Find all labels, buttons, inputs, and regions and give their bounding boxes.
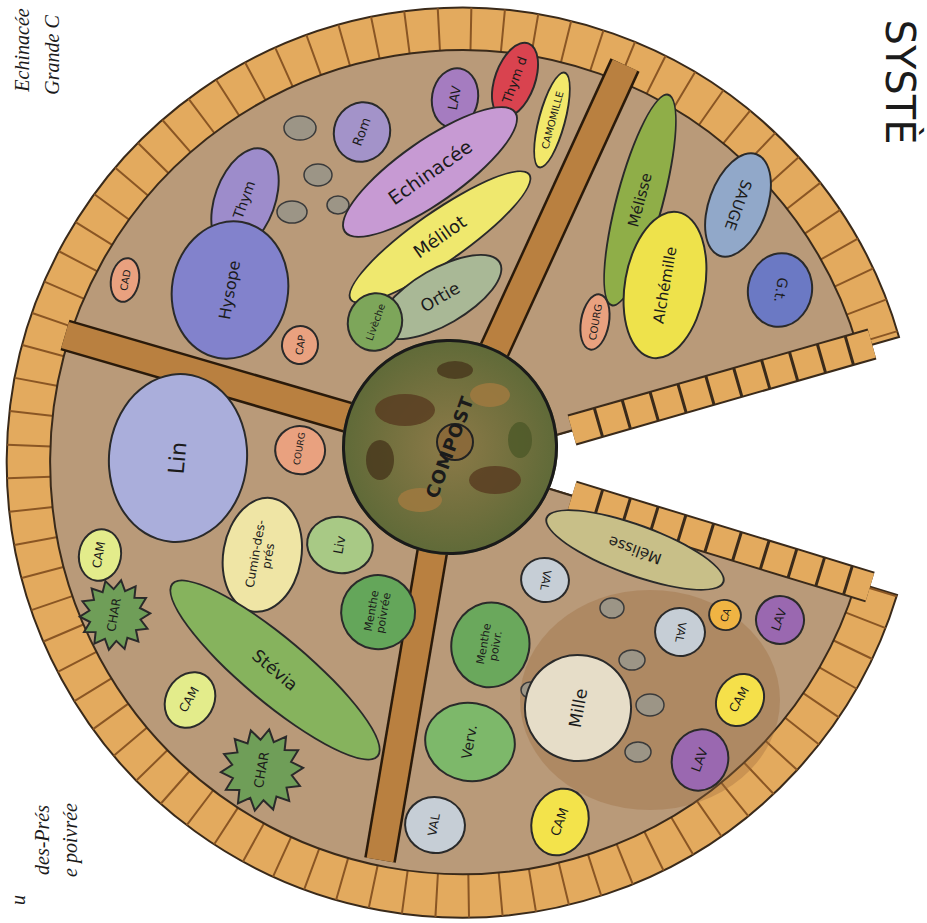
plant-name: Liv bbox=[331, 535, 348, 556]
plant-name: Stévia bbox=[249, 646, 302, 694]
plant-name: Thym d bbox=[500, 55, 530, 106]
plant-name: CAM bbox=[548, 806, 571, 838]
plant-name: VAL bbox=[537, 569, 552, 591]
plant-name: Hysope bbox=[216, 259, 244, 321]
plant-name: Rom bbox=[350, 116, 373, 148]
margin-text: Echinacée bbox=[11, 8, 34, 91]
plant-name: Ortie bbox=[417, 278, 463, 315]
plant-name: Verv. bbox=[459, 724, 480, 761]
margin-text: SYSTÈ bbox=[877, 20, 923, 145]
plant-name: CAM bbox=[91, 541, 109, 570]
plant-name: Menthe poivr. bbox=[473, 614, 507, 676]
margin-text: des-Prés bbox=[31, 805, 54, 875]
plant-name: LAV bbox=[446, 85, 464, 112]
plant-name: Alchémille bbox=[650, 245, 680, 324]
margin-text: u bbox=[7, 895, 30, 905]
plant-name: VAL bbox=[427, 813, 444, 837]
plant-name: Menthe poivrée bbox=[362, 585, 395, 639]
plant-name: COURG bbox=[292, 434, 307, 466]
plant-name: CAM bbox=[728, 685, 753, 715]
shrub-bed: CHAR bbox=[213, 721, 310, 818]
plant-name: CAM bbox=[178, 685, 203, 715]
shrub-bed: CHAR bbox=[73, 573, 156, 656]
plant-name: Mélisse bbox=[606, 533, 664, 567]
plant-name: LAV bbox=[770, 607, 790, 633]
plant-name: COMPOST bbox=[422, 393, 477, 500]
plant-name: VAL bbox=[672, 621, 687, 643]
plant-name: LAV bbox=[689, 746, 711, 774]
plant-name: SAUGE bbox=[721, 178, 754, 233]
plant-name: G.t. bbox=[770, 276, 790, 304]
plant-name: CAD bbox=[118, 268, 133, 291]
plant-name: COURG bbox=[586, 303, 603, 341]
plant-name: Livèche bbox=[363, 302, 386, 342]
plant-name: CA bbox=[717, 607, 732, 624]
plant-name: Thym bbox=[231, 179, 259, 221]
margin-text: Grande C bbox=[41, 15, 64, 94]
margin-text: e poivrée bbox=[59, 803, 82, 877]
plant-name: Mille bbox=[565, 687, 590, 729]
plant-name: Cumin-des-prés bbox=[242, 512, 282, 597]
plant-name: Lin bbox=[165, 441, 192, 475]
plant-name: CAP bbox=[293, 334, 307, 355]
